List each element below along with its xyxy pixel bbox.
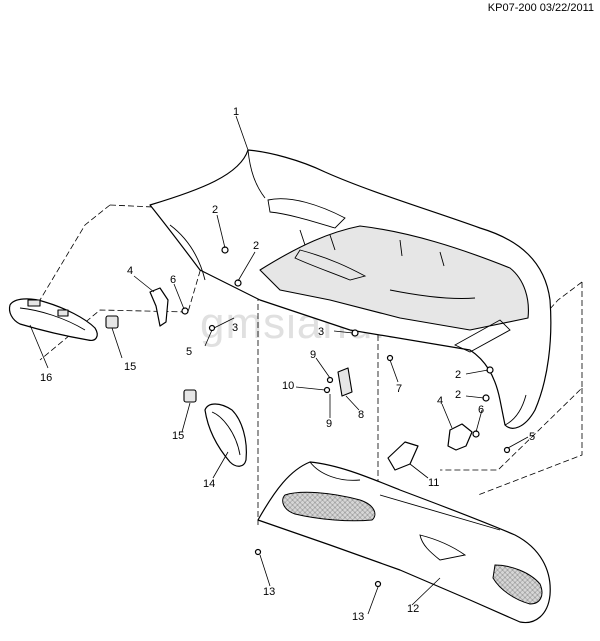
callout-15-lower: 15 [172, 430, 184, 442]
callout-3-left: 3 [232, 322, 238, 334]
callout-9-upper: 9 [310, 349, 316, 361]
callout-14: 14 [203, 478, 215, 490]
clip-left [105, 315, 119, 329]
callout-2-right-lower: 2 [455, 389, 461, 401]
callout-13-right: 13 [352, 611, 364, 623]
callout-6-right: 6 [478, 404, 484, 416]
lower-diffuser-panel [257, 461, 551, 624]
callout-8: 8 [358, 409, 364, 421]
fasteners [181, 246, 511, 588]
diagram-reference-id: KP07-200 03/22/2011 [487, 2, 594, 14]
callout-2-upper-left: 2 [212, 204, 218, 216]
callout-6-left: 6 [170, 274, 176, 286]
callout-13-left: 13 [263, 586, 275, 598]
left-frame-link [39, 204, 111, 301]
left-bracket [149, 287, 169, 327]
right-lower-frame [477, 388, 583, 496]
callout-7: 7 [396, 383, 402, 395]
callout-labels: 1 2 2 2 2 3 3 4 4 5 5 6 6 7 8 9 9 10 11 … [40, 106, 535, 623]
callout-1: 1 [233, 106, 239, 118]
right-assembly-frame [440, 282, 583, 471]
retainer-clip [337, 367, 353, 397]
license-bracket [387, 441, 419, 471]
left-reflector [8, 298, 98, 341]
leader-lines [29, 115, 529, 615]
callout-11: 11 [428, 477, 439, 489]
callout-5-right: 5 [529, 431, 535, 443]
callout-16: 16 [40, 372, 52, 384]
callout-9-lower: 9 [326, 418, 332, 430]
callout-10: 10 [282, 380, 294, 392]
callout-2-left: 2 [253, 240, 259, 252]
clip-lower [183, 389, 197, 403]
callout-4-left: 4 [127, 265, 133, 277]
callout-12: 12 [407, 603, 419, 615]
rear-bumper-fascia [149, 149, 552, 429]
callout-3-center: 3 [318, 326, 324, 338]
callout-4-right: 4 [437, 395, 443, 407]
callout-2-right-upper: 2 [455, 369, 461, 381]
callout-15-left: 15 [124, 361, 136, 373]
callout-5-left: 5 [186, 346, 192, 358]
right-bracket [447, 423, 473, 451]
side-reflector [204, 403, 247, 467]
